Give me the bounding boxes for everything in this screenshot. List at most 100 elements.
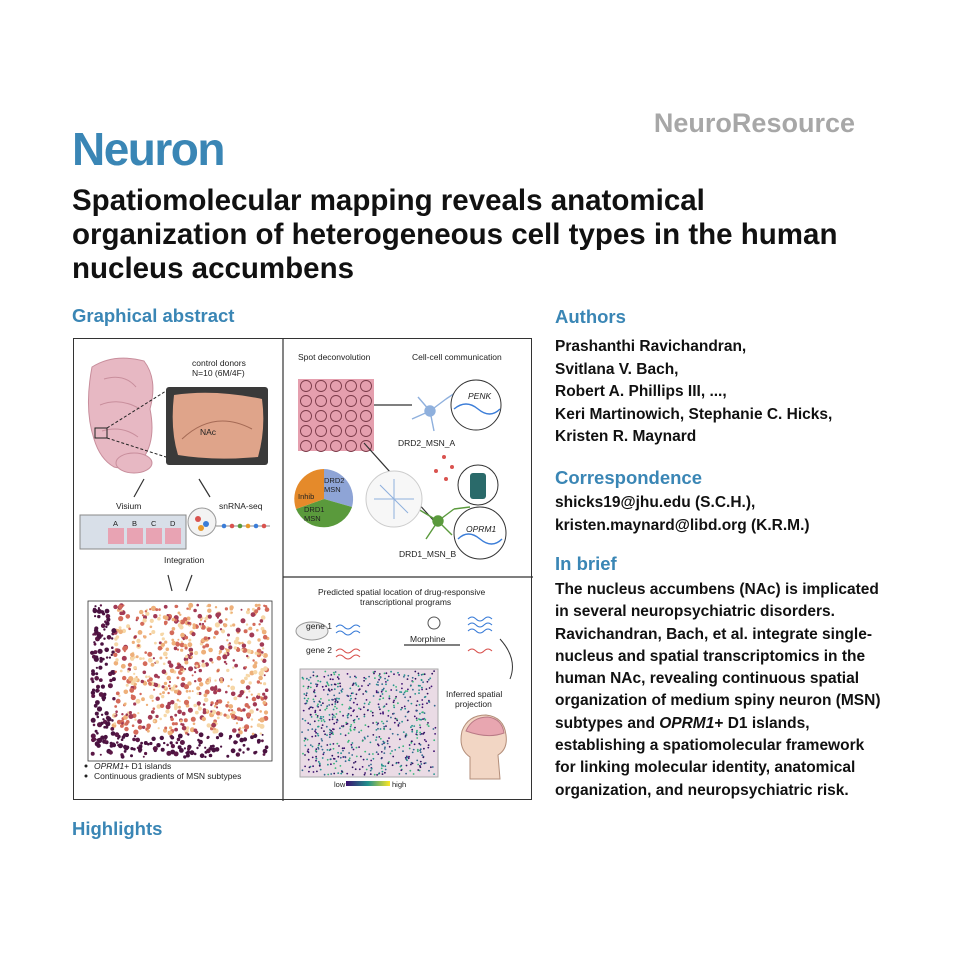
projection-dot [335,707,338,710]
heatmap-dot [226,668,230,673]
projection-dot [387,762,390,765]
heatmap-dot [242,647,248,653]
heatmap-dot [128,627,131,631]
heatmap-dot [171,627,176,631]
heatmap-dot [174,604,178,609]
projection-dot [358,707,360,710]
heatmap-dot [209,657,213,662]
projection-dot [367,725,370,728]
heatmap-dot [181,723,185,727]
heatmap-dot [133,666,137,670]
projection-dot [314,709,317,712]
projection-dot [347,759,350,761]
projection-dot [395,695,397,698]
heatmap-dot [155,660,159,664]
projection-dot [402,750,404,753]
heatmap-dot [163,728,168,733]
projection-dot [408,744,411,746]
heatmap-dot [211,722,217,728]
heatmap-dot [230,748,236,754]
heatmap-dot [160,747,165,752]
heatmap-dot [109,678,113,683]
projection-dot [363,715,366,718]
projection-dot [370,767,373,770]
projection-dot [422,756,425,759]
projection-dot [374,677,376,679]
projection-dot [372,722,374,724]
projection-dot [419,748,422,751]
heatmap-dot [186,750,191,754]
heatmap-dot [117,744,120,747]
heatmap-dot [257,652,260,656]
projection-dot [400,769,403,772]
heatmap-dot [211,747,217,753]
projection-dot [412,688,414,691]
projection-dot [416,729,418,732]
projection-dot [331,703,334,706]
projection-dot [305,692,308,695]
projection-dot [322,719,325,721]
projection-dot [320,727,323,729]
heatmap-dot [139,657,143,661]
projection-dot [415,731,418,734]
heatmap-dot [157,675,160,679]
projection-dot [303,697,306,700]
projection-dot [326,734,328,736]
projection-dot [426,702,428,705]
heatmap-dot [236,753,239,756]
projection-dot [301,731,303,733]
projection-dot [371,711,374,714]
projection-dot [418,703,421,706]
heatmap-dot [261,629,267,635]
projection-dot [306,700,309,703]
heatmap-dot [193,752,197,756]
heatmap-dot [113,713,116,716]
projection-dot [407,688,409,691]
heatmap-dot [125,614,131,619]
projection-dot [349,725,352,728]
heatmap-dot [217,699,223,704]
heatmap-dot [103,628,106,631]
heatmap-dot [143,615,147,620]
heatmap-dot [166,743,169,747]
heatmap-dot [134,735,137,738]
heatmap-dot [262,753,266,756]
heatmap-dot [261,739,264,743]
heatmap-dot [132,747,136,751]
email-link[interactable]: kristen.maynard@libd.org (K.R.M.) [555,516,810,534]
predicted-title-2: transcriptional programs [360,597,452,607]
projection-dot [429,677,432,680]
projection-dot [354,768,357,771]
heatmap-dot [128,676,134,682]
heatmap-dot [179,667,184,671]
heatmap-dot [135,655,139,659]
projection-dot [384,768,387,771]
projection-dot [420,733,423,735]
visium-spot [315,410,327,422]
integration-label: Integration [164,555,205,565]
heatmap-dot [257,603,261,607]
projection-dot [377,703,380,706]
projection-dot [326,681,328,684]
heatmap-dot [132,737,136,742]
projection-dot [321,685,324,688]
visium-spot [345,425,357,437]
heatmap-dot [201,649,207,655]
projection-dot [352,710,355,713]
projection-dot [433,739,436,742]
projection-dot [419,684,421,687]
email-link[interactable]: shicks19@jhu.edu (S.C.H.), [555,494,756,511]
heatmap-dot [195,664,199,668]
heatmap-dot [117,737,120,740]
heatmap-dot [206,679,210,683]
heatmap-dot [261,651,264,654]
heatmap-dot [155,608,159,612]
projection-dot [315,759,317,762]
heatmap-dot [146,723,151,729]
heatmap-dot [91,688,96,692]
heatmap-dot [198,622,202,626]
heatmap-dot [214,679,217,682]
projection-dot [355,684,358,686]
heatmap-dot [134,718,137,721]
projection-dot [378,772,381,775]
